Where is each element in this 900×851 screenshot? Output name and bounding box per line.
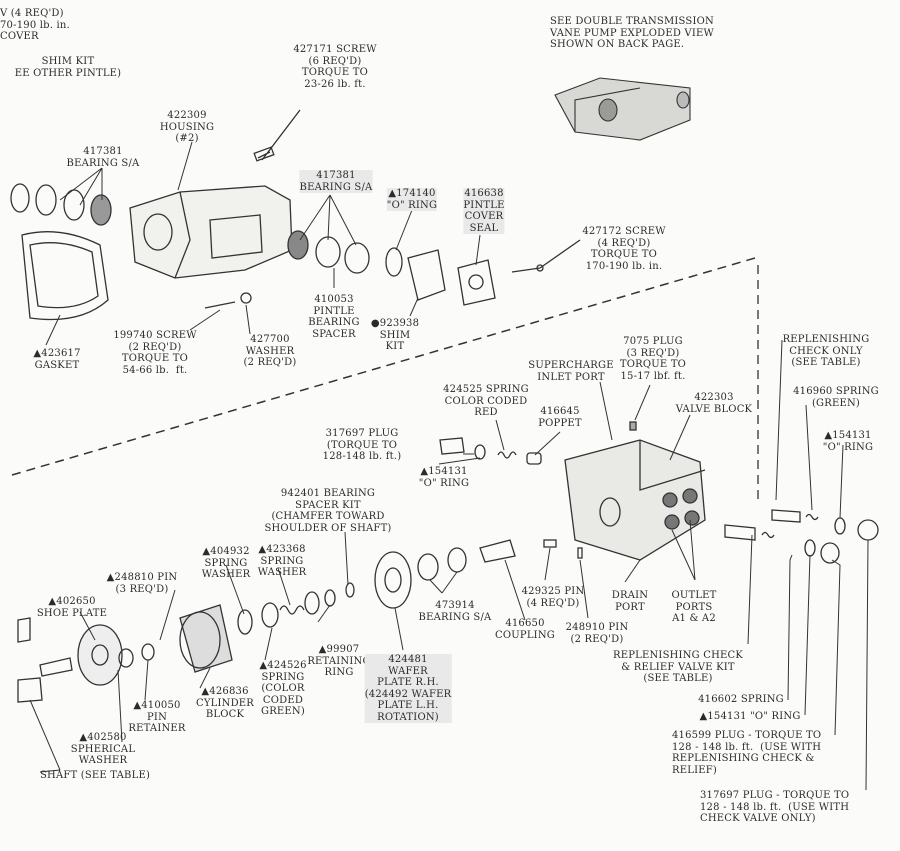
label-bearing-473914: 473914 BEARING S/A xyxy=(418,600,492,623)
label-coupling-416650: 416650 COUPLING xyxy=(495,618,555,641)
double-pump-thumbnail xyxy=(554,77,691,141)
label-screw-199740: 199740 SCREW (2 REQ'D) TORQUE TO 54-66 l… xyxy=(113,330,197,376)
label-drain-port: DRAIN PORT xyxy=(611,590,649,613)
screw-427172 xyxy=(511,239,581,273)
label-oring-154131-right: ▲154131 "O" RING xyxy=(822,430,874,453)
valve-block-422303 xyxy=(564,421,706,561)
label-spring-416960: 416960 SPRING (GREEN) xyxy=(793,386,879,409)
label-retaining-ring-99907: ▲99907 RETAINING RING xyxy=(307,644,371,678)
plug-317697-top xyxy=(439,437,486,460)
label-plug-416599: 416599 PLUG - TORQUE TO 128 - 148 lb. ft… xyxy=(672,730,822,776)
label-pin-248810: ▲248810 PIN (3 REQ'D) xyxy=(106,572,178,595)
gasket-423617 xyxy=(21,231,109,321)
pintle-bearings-mid xyxy=(287,230,403,277)
label-bearing-417381-mid: 417381 BEARING S/A xyxy=(299,170,373,193)
label-plug-317697-top: 317697 PLUG (TORQUE TO 128-148 lb. ft.) xyxy=(322,428,402,462)
label-plug-7075: 7075 PLUG (3 REQ'D) TORQUE TO 15-17 lbf.… xyxy=(619,336,687,382)
label-pin-429325: 429325 PIN (4 REQ'D) xyxy=(521,586,585,609)
label-plug-317697-bottom: 317697 PLUG - TORQUE TO 128 - 148 lb. ft… xyxy=(700,790,850,824)
housing-422309 xyxy=(129,185,293,279)
label-pin-retainer-410050: ▲410050 PIN RETAINER xyxy=(128,700,186,734)
label-pin-248910: 248910 PIN (2 REQ'D) xyxy=(565,622,629,645)
label-housing-422309: 422309 HOUSING (#2) xyxy=(159,110,215,144)
label-oring-154131-left: ▲154131 "O" RING xyxy=(418,466,470,489)
bearing-rings-left xyxy=(10,183,112,226)
label-spring-424525: 424525 SPRING COLOR CODED RED xyxy=(443,384,529,418)
shoe-plate-402650 xyxy=(39,624,155,686)
label-screw-427172: 427172 SCREW (4 REQ'D) TORQUE TO 170-190… xyxy=(582,226,666,272)
label-spring-416602: 416602 SPRING xyxy=(698,694,784,705)
label-screw-427171: 427171 SCREW (6 REQ'D) TORQUE TO 23-26 l… xyxy=(293,44,377,90)
label-replenishing-kit: REPLENISHING CHECK & RELIEF VALVE KIT (S… xyxy=(612,650,744,684)
label-oring-154131-bottom: ▲154131 "O" RING xyxy=(699,711,801,722)
label-cylinder-block-426836: ▲426836 CYLINDER BLOCK xyxy=(195,686,255,720)
label-shoe-plate-402650: ▲402650 SHOE PLATE xyxy=(36,596,108,619)
label-supercharge-inlet: SUPERCHARGE INLET PORT xyxy=(528,360,614,383)
screw-427171 xyxy=(253,109,301,162)
leader-lines-bottom xyxy=(29,339,869,791)
pintle-cover-plates xyxy=(407,249,496,306)
label-note-double-pump: SEE DOUBLE TRANSMISSION VANE PUMP EXPLOD… xyxy=(550,16,714,50)
label-wafer-plate-424481: 424481 WAFER PLATE R.H. (424492 WAFER PL… xyxy=(364,654,452,723)
label-top-left-fragment: V (4 REQ'D) 70-190 lb. in. COVER xyxy=(0,8,70,42)
cylinder-block-426836 xyxy=(179,604,253,673)
screw-199740 xyxy=(204,292,252,309)
label-spring-424526: ▲424526 SPRING (COLOR CODED GREEN) xyxy=(259,660,307,717)
label-shim-kit-top: SHIM KIT EE OTHER PINTLE) xyxy=(14,56,122,79)
label-washer-427700: 427700 WASHER (2 REQ'D) xyxy=(243,334,297,368)
coupling-bearing-row xyxy=(324,539,516,609)
spring-poppet-424525 xyxy=(497,451,542,465)
label-outlet-ports: OUTLET PORTS A1 & A2 xyxy=(671,590,717,624)
label-bearing-417381-left: 417381 BEARING S/A xyxy=(66,146,140,169)
leader-lines-top xyxy=(45,141,481,346)
label-poppet-416645: 416645 POPPET xyxy=(538,406,582,429)
pins-drain xyxy=(543,539,583,559)
label-gasket-423617: ▲423617 GASKET xyxy=(33,348,81,371)
label-shaft: SHAFT (SEE TABLE) xyxy=(40,770,151,781)
label-seal-416638: 416638 PINTLE COVER SEAL xyxy=(463,188,505,234)
label-spacer-kit-942401: 942401 BEARING SPACER KIT (CHAMFER TOWAR… xyxy=(264,488,392,534)
label-spacer-410053: 410053 PINTLE BEARING SPACER xyxy=(308,294,360,340)
label-shim-923938: ●923938 SHIM KIT xyxy=(370,318,420,352)
replenishing-valve-parts xyxy=(724,509,879,564)
spring-washers-bottom xyxy=(261,591,320,628)
label-spring-washer-423368: ▲423368 SPRING WASHER xyxy=(257,544,307,578)
label-spherical-washer-402580: ▲402580 SPHERICAL WASHER xyxy=(70,732,136,766)
section-divider-dashed xyxy=(11,257,756,476)
label-oring-174140: ▲174140 "O" RING xyxy=(386,188,438,211)
label-spring-washer-404932: ▲404932 SPRING WASHER xyxy=(201,546,251,580)
shaft-end xyxy=(17,617,43,703)
label-valve-block-422303: 422303 VALVE BLOCK xyxy=(675,392,753,415)
label-replenishing-check-only: REPLENISHING CHECK ONLY (SEE TABLE) xyxy=(782,334,870,368)
